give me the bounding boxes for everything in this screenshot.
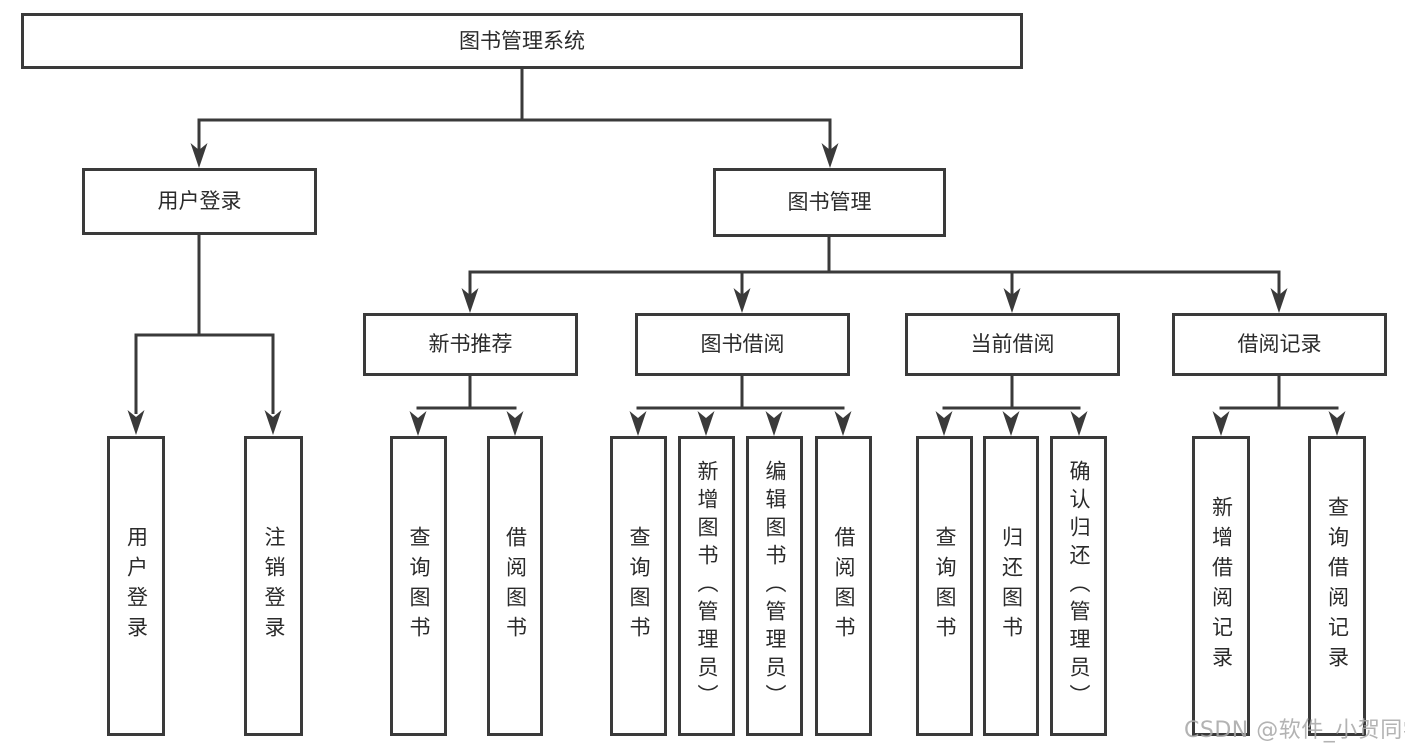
- node-library-system-label: 图书管理系统: [459, 28, 585, 53]
- node-leaf-logout-label: 注销登录: [262, 526, 286, 646]
- node-book-borrowing-label: 图书借阅: [700, 332, 785, 356]
- node-current-borrowing-label: 当前借阅: [970, 332, 1055, 356]
- node-new-book-recommend-label: 新书推荐: [428, 332, 513, 356]
- watermark: CSDN @软件_小贺同学: [1184, 718, 1405, 743]
- node-leaf-add-books-admin: 新增图书（管理员）: [678, 436, 735, 736]
- node-current-borrowing: 当前借阅: [905, 313, 1120, 376]
- node-leaf-add-borrow-record-label: 新增借阅记录: [1209, 496, 1234, 676]
- node-leaf-query-books-borrow: 查询图书: [610, 436, 667, 736]
- node-user-login-label: 用户登录: [157, 189, 242, 213]
- node-leaf-query-books-recommend-label: 查询图书: [407, 526, 431, 646]
- node-leaf-user-login-label: 用户登录: [124, 526, 149, 646]
- node-book-management-label: 图书管理: [787, 190, 872, 214]
- node-new-book-recommend: 新书推荐: [363, 313, 578, 376]
- node-borrow-records-label: 借阅记录: [1237, 332, 1322, 356]
- node-leaf-edit-books-admin-label: 编辑图书（管理员）: [763, 460, 787, 712]
- node-leaf-confirm-return-admin: 确认归还（管理员）: [1050, 436, 1107, 736]
- node-leaf-borrow-books-recommend-label: 借阅图书: [503, 526, 528, 646]
- node-book-borrowing: 图书借阅: [635, 313, 850, 376]
- node-leaf-add-borrow-record: 新增借阅记录: [1192, 436, 1250, 736]
- node-leaf-query-borrow-record: 查询借阅记录: [1308, 436, 1366, 736]
- node-leaf-return-books: 归还图书: [983, 436, 1039, 736]
- node-leaf-query-borrow-record-label: 查询借阅记录: [1325, 496, 1350, 676]
- node-leaf-borrow-books-label: 借阅图书: [832, 526, 856, 646]
- node-book-management: 图书管理: [713, 168, 946, 237]
- node-leaf-edit-books-admin: 编辑图书（管理员）: [746, 436, 803, 736]
- node-user-login: 用户登录: [82, 168, 317, 235]
- node-leaf-confirm-return-admin-label: 确认归还（管理员）: [1067, 460, 1091, 712]
- node-leaf-query-books-borrow-label: 查询图书: [627, 526, 651, 646]
- node-leaf-query-books-current-label: 查询图书: [933, 526, 957, 646]
- node-leaf-borrow-books: 借阅图书: [815, 436, 872, 736]
- node-leaf-borrow-books-recommend: 借阅图书: [487, 436, 543, 736]
- node-leaf-user-login: 用户登录: [107, 436, 165, 736]
- node-borrow-records: 借阅记录: [1172, 313, 1387, 376]
- node-leaf-query-books-recommend: 查询图书: [390, 436, 447, 736]
- node-leaf-return-books-label: 归还图书: [999, 526, 1024, 646]
- node-library-system: 图书管理系统: [21, 13, 1023, 69]
- node-leaf-query-books-current: 查询图书: [916, 436, 973, 736]
- node-leaf-logout: 注销登录: [244, 436, 303, 736]
- node-leaf-add-books-admin-label: 新增图书（管理员）: [695, 460, 719, 712]
